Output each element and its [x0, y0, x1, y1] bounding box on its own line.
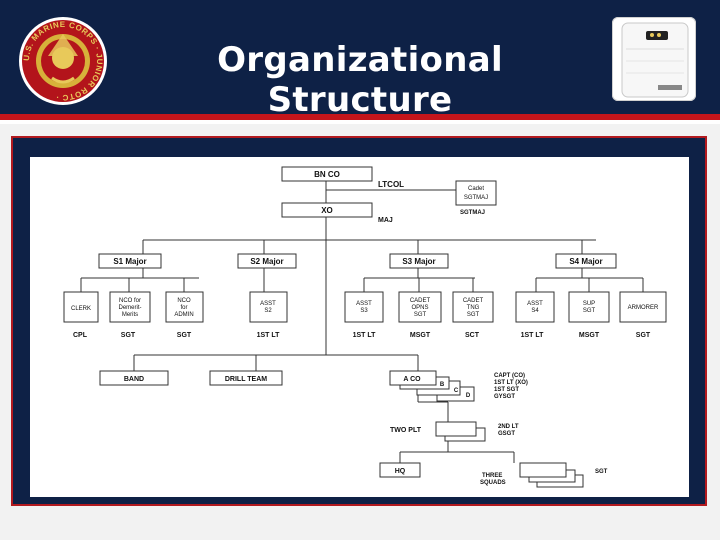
rank-1stlt-1: 1ST LT [257, 332, 281, 339]
nco-dm-line3: Merits [122, 312, 138, 318]
cadet-tng-line2: TNG [467, 305, 480, 311]
header-white-stripe [0, 120, 720, 124]
cadet-opns-box [398, 291, 442, 323]
nco-admin-line1: NCO [177, 298, 191, 304]
band-box [99, 370, 169, 386]
asst-s2-line1: ASST [260, 301, 276, 307]
s3-box [389, 253, 449, 269]
nco-dm-line2: Demerit- [118, 305, 141, 311]
asst-s4-box [515, 291, 555, 323]
rank-cpl: CPL [73, 332, 88, 339]
slide-title: Organizational Structure [217, 40, 503, 120]
device-icon [621, 22, 689, 98]
squad-sgt-label: SGT [595, 469, 608, 475]
rank-sgt-2: SGT [177, 332, 192, 339]
nco-demerit-box [109, 291, 151, 323]
rank-sct: SCT [465, 332, 480, 339]
clerk-box [63, 291, 99, 323]
cadet-opns-line1: CADET [410, 298, 431, 304]
xo-box [281, 202, 373, 218]
c-co-label: C [454, 388, 459, 394]
rank-sgt-3: SGT [636, 332, 651, 339]
rank-msgt-1: MSGT [410, 332, 431, 339]
d-co-label: D [466, 393, 471, 399]
s2-label: S2 Major [250, 257, 283, 266]
band-label: BAND [124, 376, 144, 383]
armorer-box [619, 291, 667, 323]
cadet-sgtmaj-box [455, 180, 497, 206]
aco-box [389, 370, 437, 386]
cadet-label: Cadet [468, 186, 484, 192]
drill-team-box [209, 370, 283, 386]
plt-box [435, 421, 477, 437]
s2-box [237, 253, 297, 269]
header-red-stripe [0, 114, 720, 120]
asst-s3-line2: S3 [360, 308, 368, 314]
aco-label: A CO [403, 376, 421, 383]
b-co-label: B [440, 382, 445, 388]
gysgt-label: GYSGT [494, 394, 515, 400]
ltcol-label: LTCOL [378, 180, 404, 189]
three-label: THREE [482, 473, 502, 479]
nco-admin-line2: for [180, 305, 187, 311]
asst-s3-line1: ASST [356, 301, 372, 307]
asst-s3-box [344, 291, 384, 323]
cadet-sgtmaj-label: SGTMAJ [464, 195, 488, 201]
rank-1stlt-3: 1ST LT [521, 332, 545, 339]
device-image [612, 17, 696, 101]
hq-label: HQ [395, 468, 406, 475]
nco-admin-box [165, 291, 204, 323]
rank-msgt-2: MSGT [579, 332, 600, 339]
slide-header [0, 0, 720, 114]
cadet-opns-line3: SGT [414, 312, 427, 318]
hq-box [379, 462, 421, 478]
xo-label: XO [321, 206, 333, 215]
drill-team-label: DRILL TEAM [225, 376, 267, 383]
1stlt-xo-label: 1ST LT (XO) [494, 380, 528, 386]
nco-admin-line3: ADMIN [174, 312, 193, 318]
asst-s2-line2: S2 [264, 308, 272, 314]
sgtmaj-rank-label: SGTMAJ [460, 210, 485, 216]
clerk-label: CLERK [71, 306, 91, 312]
nco-dm-line1: NCO for [119, 298, 141, 304]
sup-line1: SUP [583, 301, 595, 307]
gsgt-label: GSGT [498, 431, 515, 437]
2ndlt-label: 2ND LT [498, 424, 519, 430]
1stsgt-label: 1ST SGT [494, 387, 519, 393]
sup-sgt-box [568, 291, 610, 323]
twoplt-label: TWO PLT [390, 427, 422, 434]
squad-1-box [519, 462, 567, 478]
asst-s4-line1: ASST [527, 301, 543, 307]
cadet-opns-line2: OPNS [411, 305, 428, 311]
bnco-box [281, 166, 373, 182]
sup-line2: SGT [583, 308, 596, 314]
s3-label: S3 Major [402, 257, 435, 266]
s1-label: S1 Major [113, 257, 146, 266]
cadet-tng-box [452, 291, 494, 323]
bnco-label: BN CO [314, 170, 340, 179]
armorer-label: ARMORER [628, 305, 659, 311]
asst-s2-box [249, 291, 288, 323]
rank-1stlt-2: 1ST LT [353, 332, 377, 339]
jrotc-emblem-logo: U.S. MARINE CORPS · JUNIOR ROTC · [19, 17, 107, 105]
maj-label: MAJ [378, 217, 393, 224]
s1-box [98, 253, 162, 269]
cadet-tng-line3: SGT [467, 312, 480, 318]
rank-sgt-1: SGT [121, 332, 136, 339]
cadet-tng-line1: CADET [463, 298, 484, 304]
squads-label: SQUADS [480, 480, 506, 486]
asst-s4-line2: S4 [531, 308, 539, 314]
s4-box [555, 253, 617, 269]
capt-label: CAPT (CO) [494, 373, 525, 379]
s4-label: S4 Major [569, 257, 602, 266]
